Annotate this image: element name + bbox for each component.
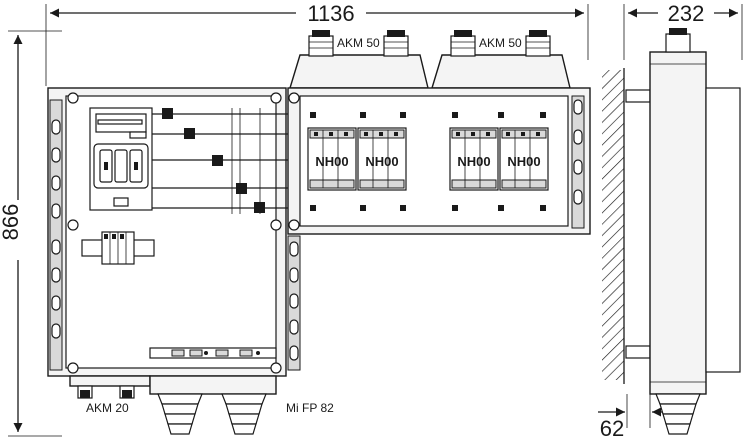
depth-value: 232 xyxy=(668,1,705,26)
left-enclosure xyxy=(47,87,301,377)
gland-label-top-right: AKM 50 xyxy=(479,36,522,50)
gland-label-bottom-right: Mi FP 82 xyxy=(286,401,334,415)
fuse-block-4: NH00 xyxy=(499,127,549,191)
wall-offset-value: 62 xyxy=(600,416,624,438)
top-gland-housing-right: AKM 50 xyxy=(431,30,571,89)
width-value: 1136 xyxy=(307,1,354,26)
fuse-label-1: NH00 xyxy=(315,154,348,169)
fuse-block-3: NH00 xyxy=(449,127,499,191)
dimension-width: 1136 xyxy=(45,1,589,86)
top-gland-housing-left: AKM 50 xyxy=(289,30,429,89)
din-device xyxy=(81,231,155,265)
gland-label-top-left: AKM 50 xyxy=(337,36,380,50)
mid-rail-slots xyxy=(289,241,299,361)
left-rail-slots xyxy=(51,119,61,339)
height-value: 866 xyxy=(0,204,23,241)
terminal-strip xyxy=(149,347,277,359)
bottom-gland-large-1 xyxy=(157,393,203,435)
bottom-gland-small: AKM 20 xyxy=(77,385,135,415)
bottom-gland-large-2: Mi FP 82 xyxy=(221,393,334,435)
fuse-label-2: NH00 xyxy=(365,154,398,169)
side-view-enclosure xyxy=(625,28,741,435)
gland-label-bottom-left: AKM 20 xyxy=(86,401,129,415)
fuse-label-3: NH00 xyxy=(457,154,490,169)
fuse-block-2: NH00 xyxy=(357,127,407,191)
bottom-housing xyxy=(69,375,277,395)
fuse-block-1: NH00 xyxy=(307,127,357,191)
main-disconnector xyxy=(89,107,153,211)
dimension-height: 866 xyxy=(0,30,62,437)
fuse-label-4: NH00 xyxy=(507,154,540,169)
wall-hatch xyxy=(602,68,625,384)
dimension-depth: 232 xyxy=(623,1,743,60)
